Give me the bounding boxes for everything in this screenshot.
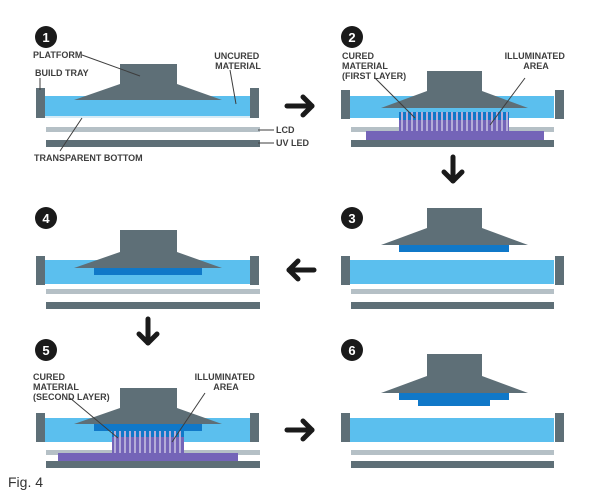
svg-text:5: 5	[42, 343, 49, 358]
label-cured-material-first-layer: CURED MATERIAL (FIRST LAYER)	[342, 51, 406, 81]
svg-text:3: 3	[348, 211, 355, 226]
label-platform: PLATFORM	[33, 50, 82, 60]
tray-wall-left	[341, 256, 350, 285]
illuminated-stripes	[401, 112, 508, 131]
build-platform	[381, 354, 528, 393]
label-lcd: LCD	[276, 125, 295, 135]
uv-led-layer	[351, 302, 554, 309]
arrow-right-icon	[284, 94, 315, 118]
panel-step-3	[341, 208, 564, 309]
panel-step-4	[36, 230, 260, 309]
tray-wall-left	[341, 90, 350, 119]
panel-step-1: PLATFORM UNCURED MATERIAL BUILD TRAY LCD…	[33, 50, 310, 163]
build-platform	[381, 71, 528, 108]
svg-text:4: 4	[42, 211, 50, 226]
uv-led-active-area	[58, 453, 238, 461]
cured-layer-2	[418, 400, 490, 406]
lcd-layer	[46, 289, 260, 294]
lcd-layer	[46, 127, 260, 132]
build-platform	[381, 208, 528, 245]
tray-wall-right	[555, 90, 564, 119]
cured-layer-1	[399, 245, 509, 252]
label-illuminated-area: ILLUMINATED AREA	[505, 51, 568, 71]
cured-layer-1	[399, 112, 509, 120]
cured-layer-2	[112, 431, 184, 437]
uv-led-layer	[46, 302, 260, 309]
arrow-down-icon	[441, 154, 465, 184]
tray-wall-right	[250, 88, 259, 118]
resin-uncured	[349, 418, 554, 442]
uv-led-layer	[46, 461, 260, 468]
cured-layer-1	[399, 393, 509, 400]
resin-uncured	[44, 96, 250, 116]
tray-wall-right	[555, 256, 564, 285]
step-badge-6: 6	[341, 339, 363, 361]
tray-wall-left	[36, 413, 45, 442]
arrow-left-icon	[286, 258, 317, 282]
label-build-tray: BUILD TRAY	[35, 68, 89, 78]
resin-uncured	[349, 260, 554, 284]
panel-step-6	[341, 354, 564, 468]
figure-caption: Fig. 4	[8, 474, 44, 490]
tray-wall-left	[341, 413, 350, 442]
tray-wall-right	[250, 413, 259, 442]
label-uv-led: UV LED	[276, 138, 310, 148]
tray-wall-left	[36, 88, 45, 118]
svg-text:2: 2	[348, 30, 355, 45]
uv-led-layer	[351, 461, 554, 468]
build-platform	[74, 230, 222, 268]
cured-layer-1	[94, 268, 202, 275]
tray-wall-left	[36, 256, 45, 285]
step-badge-4: 4	[35, 207, 57, 229]
build-platform	[74, 64, 222, 100]
step-badge-5: 5	[35, 339, 57, 361]
uv-led-active-area	[366, 131, 544, 140]
label-cured-material-second-layer: CURED MATERIAL (SECOND LAYER)	[33, 372, 110, 402]
cured-layer-1	[94, 424, 202, 431]
illuminated-stripes	[114, 431, 181, 453]
step-badge-3: 3	[341, 207, 363, 229]
arrow-right-icon	[284, 418, 315, 442]
build-platform	[74, 388, 222, 424]
svg-text:1: 1	[42, 30, 49, 45]
step-badge-1: 1	[35, 26, 57, 48]
uv-led-layer	[46, 140, 260, 147]
arrow-down-icon	[136, 316, 160, 346]
lcd-layer	[351, 289, 554, 294]
tray-wall-right	[555, 413, 564, 442]
lcd-layer	[351, 450, 554, 455]
svg-text:6: 6	[348, 343, 355, 358]
uv-led-layer	[351, 140, 554, 147]
tray-wall-right	[250, 256, 259, 285]
label-uncured-material: UNCURED MATERIAL	[214, 51, 262, 71]
panel-step-2: CURED MATERIAL (FIRST LAYER) ILLUMINATED…	[341, 51, 568, 147]
label-illuminated-area: ILLUMINATED AREA	[195, 372, 258, 392]
illuminated-area	[399, 120, 509, 131]
label-transparent-bottom: TRANSPARENT BOTTOM	[34, 153, 143, 163]
transparent-bottom	[44, 116, 250, 118]
panel-step-5: CURED MATERIAL (SECOND LAYER) ILLUMINATE…	[33, 372, 260, 468]
step-badge-2: 2	[341, 26, 363, 48]
